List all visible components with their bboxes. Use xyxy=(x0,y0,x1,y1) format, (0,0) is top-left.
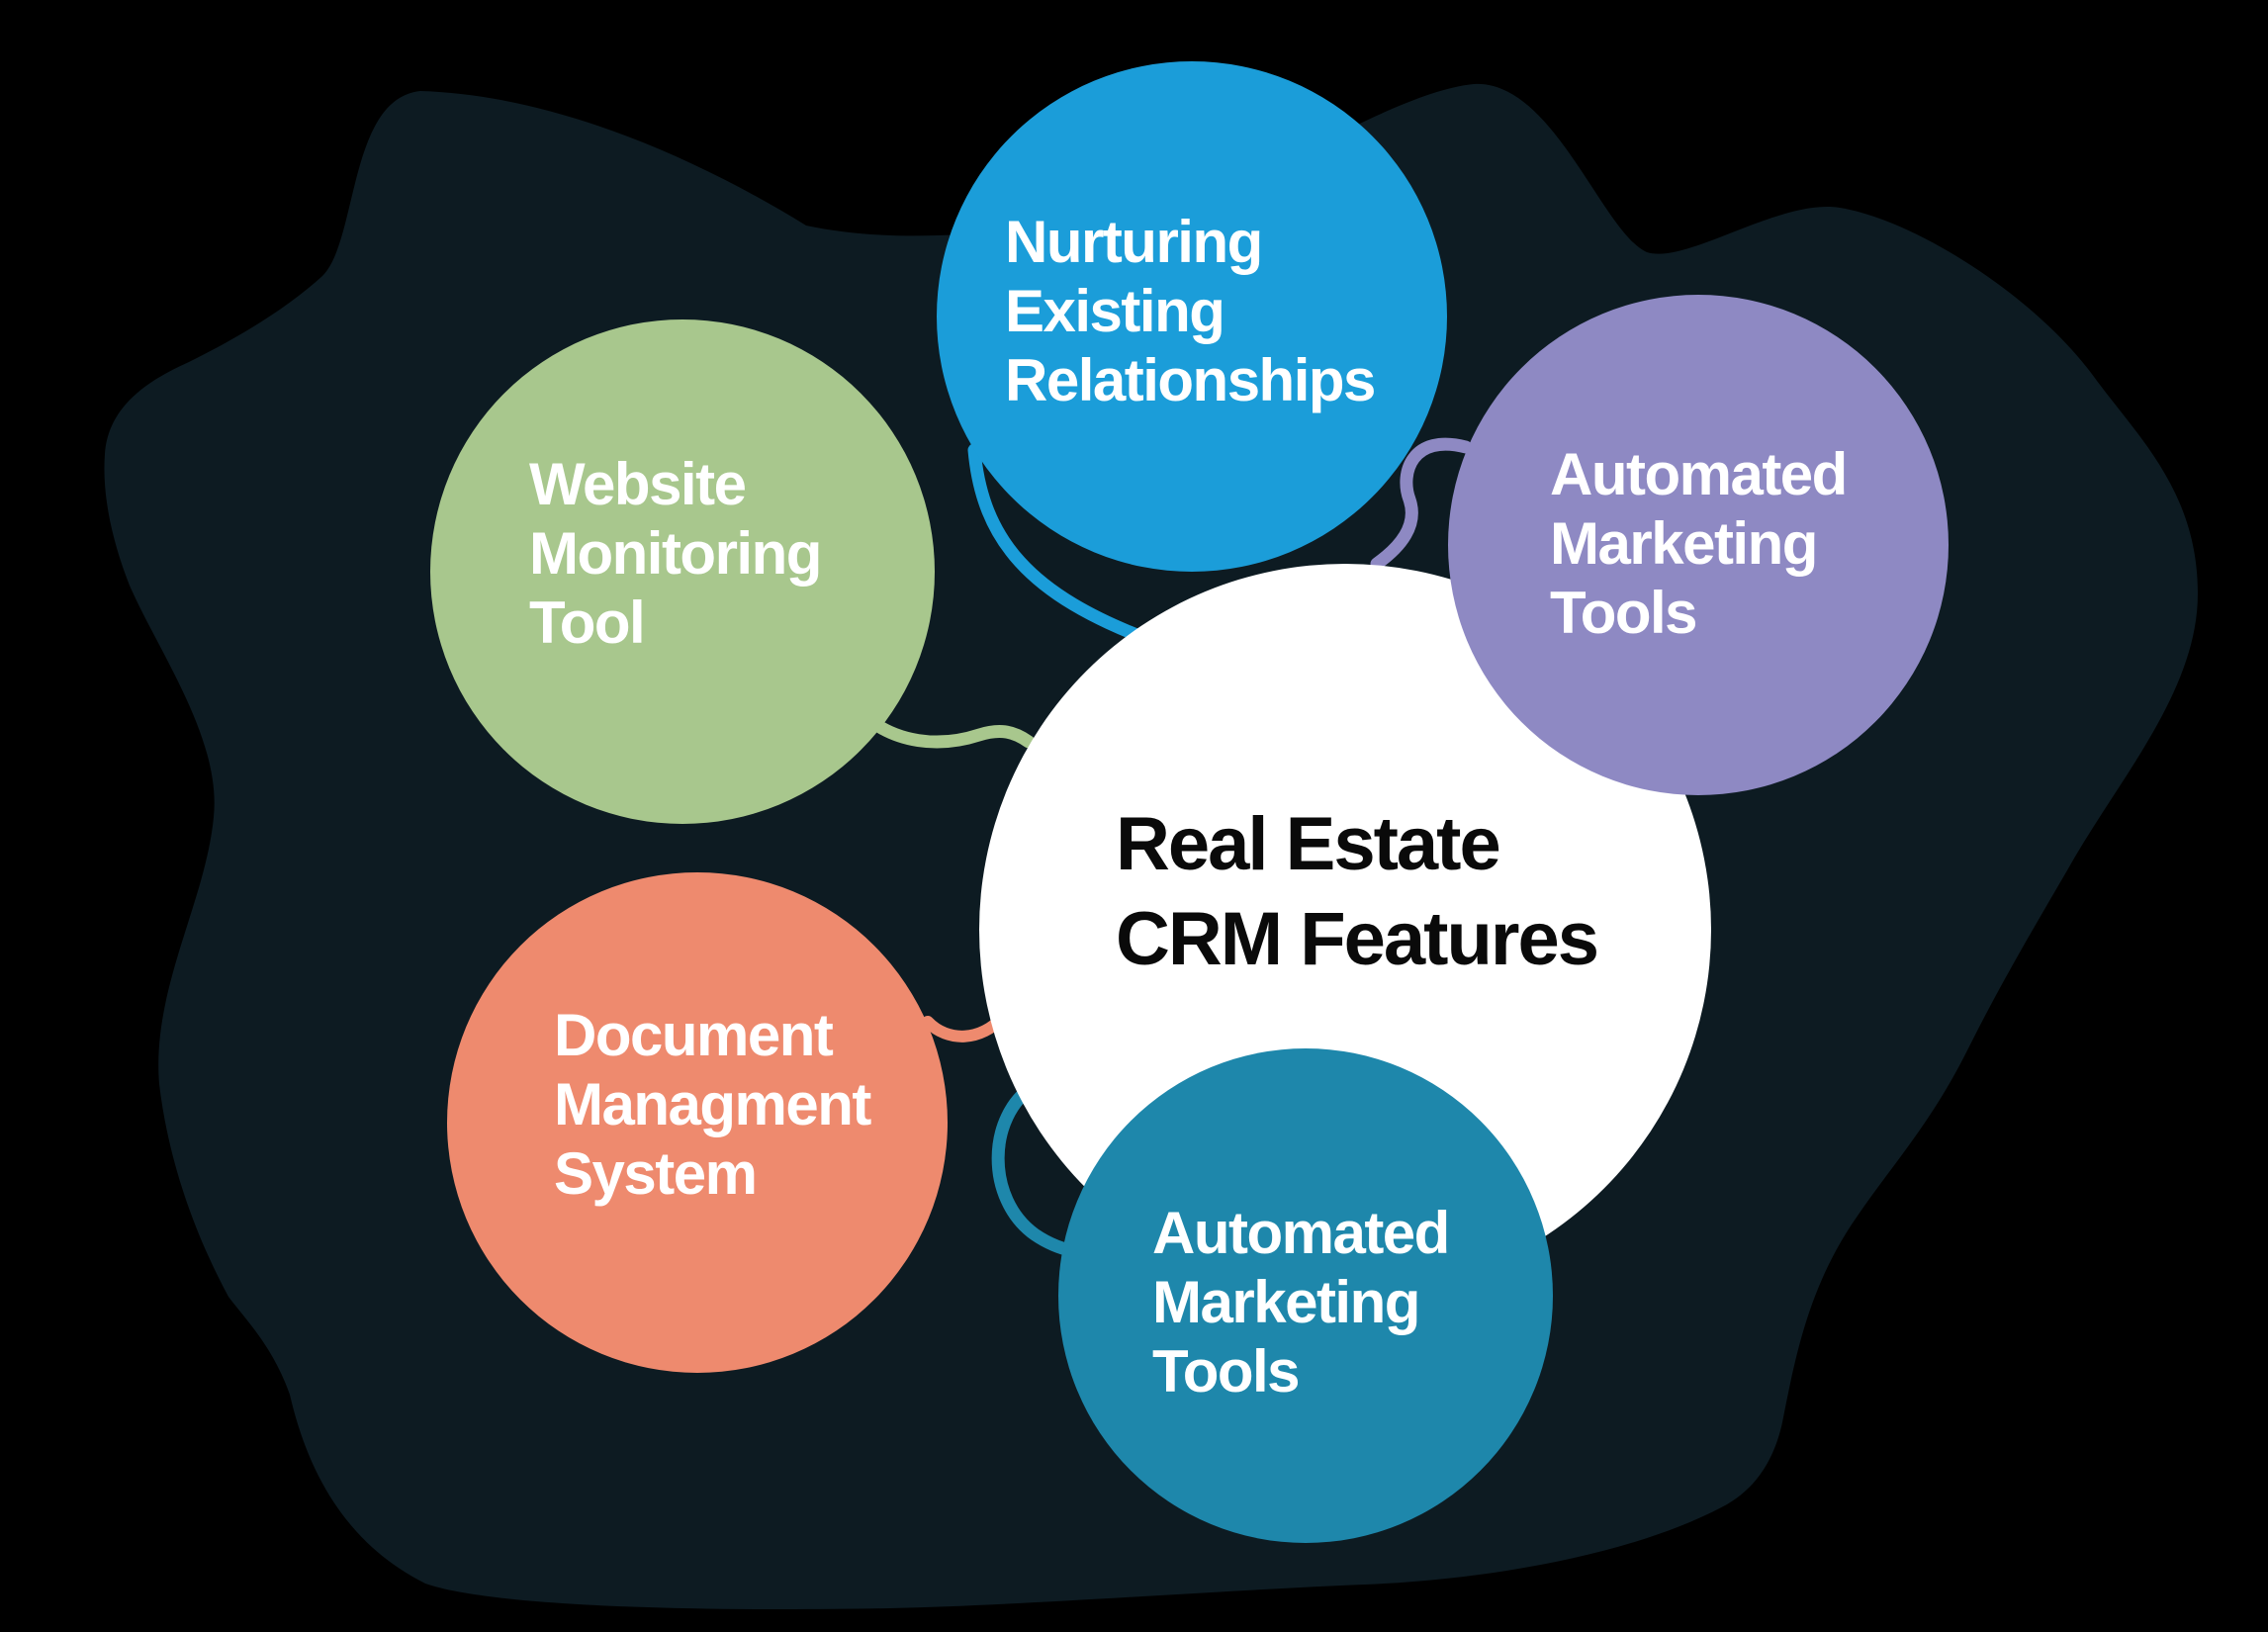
connector-website-monitoring xyxy=(856,707,1036,749)
label-line: Tool xyxy=(529,589,646,656)
connector-automated-marketing-teal xyxy=(991,1079,1087,1259)
label-line: Tools xyxy=(1152,1338,1301,1405)
node-circle-nurturing xyxy=(937,61,1447,572)
node-label-document-managment: Document Managment System xyxy=(554,1001,871,1209)
node-circle-website-monitoring xyxy=(430,319,935,824)
center-title-line2: CRM Features xyxy=(1116,897,1599,981)
label-line: Monitoring xyxy=(529,520,822,587)
center-title: Real Estate CRM Features xyxy=(1116,797,1599,987)
label-line: System xyxy=(554,1140,758,1207)
connector-automated-marketing-purple xyxy=(1370,437,1473,571)
label-line: Tools xyxy=(1550,580,1698,646)
node-label-website-monitoring: Website Monitoring Tool xyxy=(529,450,822,658)
label-line: Marketing xyxy=(1152,1269,1420,1335)
label-line: Marketing xyxy=(1550,510,1818,577)
label-line: Relationships xyxy=(1005,347,1376,413)
node-label-automated-marketing-teal: Automated Marketing Tools xyxy=(1152,1199,1450,1406)
node-circle-document-managment xyxy=(447,872,948,1373)
label-line: Automated xyxy=(1550,441,1848,507)
node-label-automated-marketing-purple: Automated Marketing Tools xyxy=(1550,440,1848,648)
label-line: Managment xyxy=(554,1071,871,1137)
center-title-line1: Real Estate xyxy=(1116,802,1501,886)
label-line: Nurturing xyxy=(1005,209,1263,275)
node-circle-automated-marketing-purple xyxy=(1448,295,1949,795)
label-line: Existing xyxy=(1005,278,1225,344)
label-line: Website xyxy=(529,451,747,517)
connector-nurturing xyxy=(967,443,1159,648)
node-circle-automated-marketing-teal xyxy=(1058,1048,1553,1543)
label-line: Document xyxy=(554,1002,834,1068)
node-label-nurturing: Nurturing Existing Relationships xyxy=(1005,208,1376,415)
label-line: Automated xyxy=(1152,1200,1450,1266)
